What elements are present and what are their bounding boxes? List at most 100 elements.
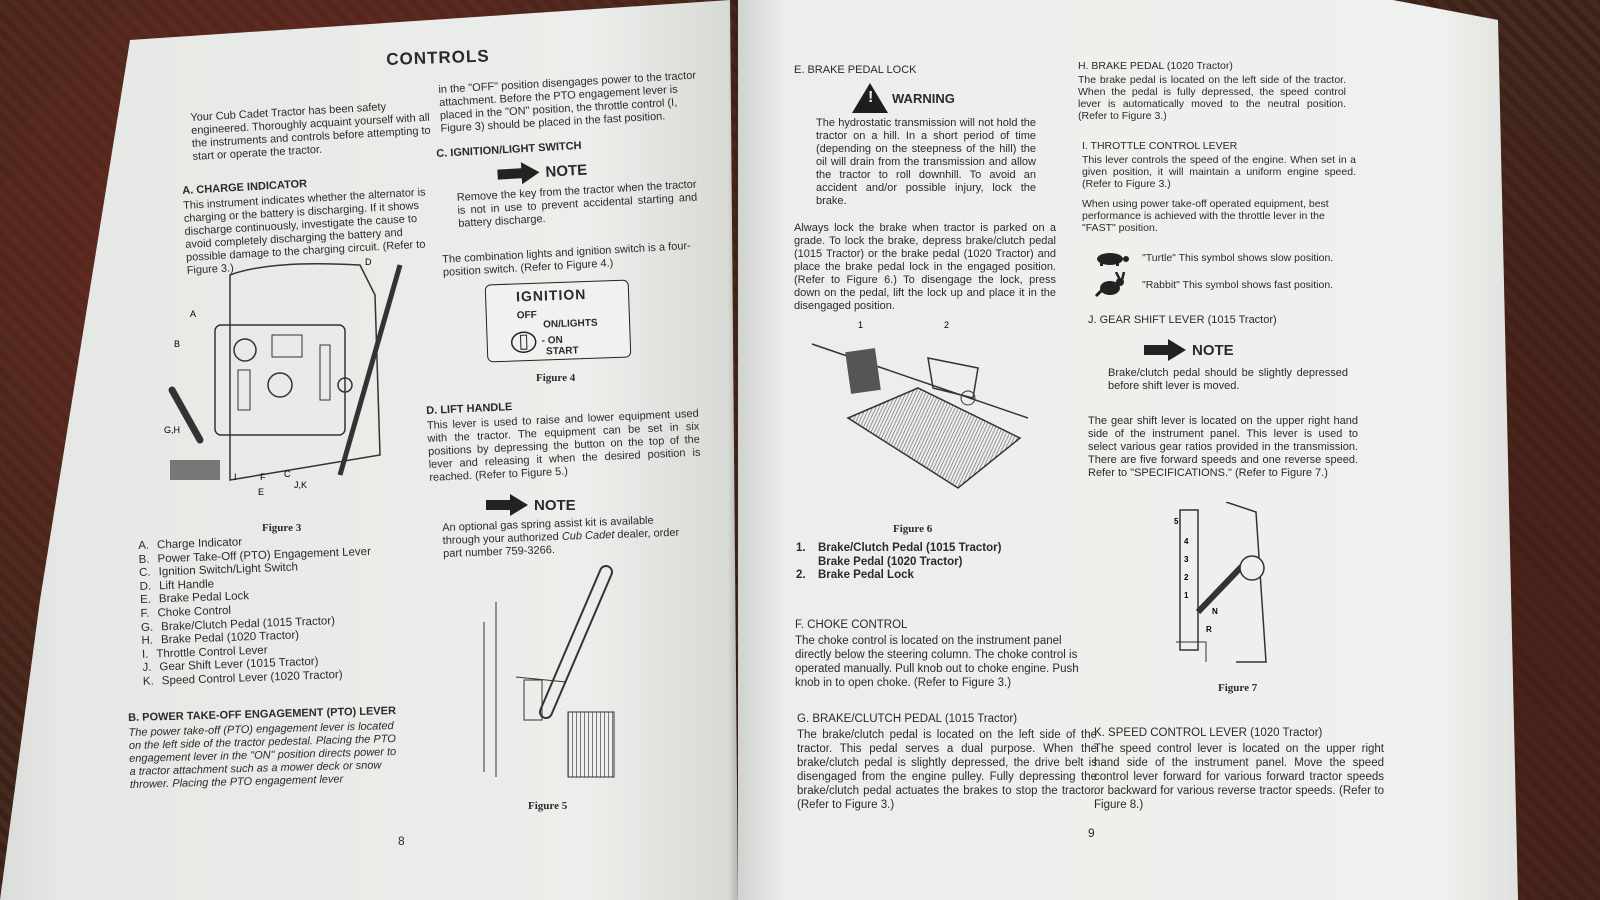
ignition-on-lights: ON/LIGHTS [542, 317, 598, 331]
section-b-text: The power take-off (PTO) engagement leve… [128, 720, 397, 791]
fig6-lock [927, 357, 979, 399]
fig3-lever-slot [319, 344, 331, 401]
section-i-text-2: When using power take-off operated equip… [1082, 198, 1329, 234]
fig7-gear-1: 1 [1184, 591, 1189, 600]
section-k: K. SPEED CONTROL LEVER (1020 Tractor) Th… [1094, 726, 1384, 812]
turtle-icon [1097, 253, 1129, 266]
figure-3-caption: Figure 3 [262, 522, 302, 534]
fig7-lever [1195, 559, 1249, 615]
fig7-knob [1239, 555, 1265, 581]
fig7-housing [1225, 502, 1267, 663]
section-j-heading: J. GEAR SHIFT LEVER (1015 Tractor) [1088, 314, 1277, 326]
fig6-footboard [846, 387, 1022, 489]
fig3-pedal [170, 460, 220, 480]
turtle-row: "Turtle" This symbol shows slow position… [1090, 250, 1333, 266]
warning-icon: ! [852, 83, 888, 113]
note-label: NOTE [545, 161, 588, 181]
fig3-callout-a: A [190, 309, 196, 319]
ignition-start: START [545, 345, 579, 358]
note-arrow-icon [497, 161, 540, 185]
page-number-left: 8 [398, 834, 405, 848]
section-d-note-text: An optional gas spring assist kit is ava… [442, 514, 680, 560]
fig3-pto-lever [168, 386, 204, 444]
section-k-text: The speed control lever is located on th… [1094, 743, 1384, 811]
fig7-gear-2: 2 [1184, 573, 1189, 582]
section-h: H. BRAKE PEDAL (1020 Tractor) The brake … [1078, 60, 1346, 122]
rabbit-icon [1094, 272, 1126, 298]
ignition-on: - ON [541, 334, 563, 347]
fig3-choke [237, 369, 251, 411]
page-number-right: 9 [1088, 826, 1095, 840]
section-g: G. BRAKE/CLUTCH PEDAL (1015 Tractor) The… [797, 712, 1097, 812]
fig3-callout-d: D [365, 257, 372, 267]
intro-text: Your Cub Cadet Tractor has been safety e… [190, 97, 433, 164]
section-h-heading: H. BRAKE PEDAL (1020 Tractor) [1078, 60, 1233, 72]
section-g-text: The brake/clutch pedal is located on the… [797, 729, 1097, 811]
ignition-key-icon [510, 331, 537, 353]
section-e-warning: The hydrostatic transmission will not ho… [816, 117, 1036, 207]
fig3-callout-c: C [284, 469, 291, 479]
intro-paragraph: Your Cub Cadet Tractor has been safety e… [190, 101, 431, 163]
fig6-legend-item: 1.Brake/Clutch Pedal (1015 Tractor) [796, 542, 1002, 554]
fig3-callout-jk: J,K [294, 480, 307, 490]
fig7-gear-n: N [1212, 607, 1218, 616]
figure-6-caption: Figure 6 [893, 523, 933, 535]
section-d: D. LIFT HANDLE This lever is used to rai… [426, 393, 701, 485]
left-page: CONTROLS Your Cub Cadet Tractor has been… [0, 0, 738, 900]
section-e-heading: E. BRAKE PEDAL LOCK [794, 64, 917, 76]
section-f: F. CHOKE CONTROL The choke control is lo… [795, 618, 1085, 690]
note-arrow-icon [1144, 339, 1186, 361]
fig5-handle-inner [541, 567, 611, 717]
fig3-pedestal [229, 263, 381, 481]
fig6-pedal [845, 348, 881, 394]
figure-6-brake-pedal: 1 2 [811, 320, 1028, 489]
ignition-off: OFF [516, 309, 537, 322]
section-j-note-header: NOTE [1144, 339, 1358, 361]
section-e-text: Always lock the brake when tractor is pa… [794, 222, 1056, 312]
figure-7-gear-shift: 5 4 3 2 1 N R [1174, 502, 1267, 663]
fig7-gate [1179, 509, 1199, 651]
fig3-charge-gauge [233, 338, 257, 362]
section-b: B. POWER TAKE-OFF ENGAGEMENT (PTO) LEVER… [128, 705, 402, 792]
section-d-text: This lever is used to raise and lower eq… [426, 407, 701, 484]
fig3-ignition [267, 372, 293, 398]
fig3-callout-i: I [234, 472, 237, 482]
fig6-callout-1: 1 [858, 320, 863, 330]
warning-header: ! WARNING [852, 83, 1056, 113]
section-j-text: The gear shift lever is located on the u… [1088, 415, 1358, 479]
section-d-note: NOTE An optional gas spring assist kit i… [442, 494, 682, 561]
figure-4-caption: Figure 4 [536, 372, 576, 384]
right-page: E. BRAKE PEDAL LOCK ! WARNING The hydros… [738, 0, 1518, 900]
figure-5-lift-handle [483, 565, 615, 778]
fig3-display [271, 334, 303, 358]
section-c: C. IGNITION/LIGHT SWITCH NOTE Remove the… [436, 134, 701, 280]
fig7-gear-3: 3 [1184, 555, 1189, 564]
fig5-footplate [567, 711, 615, 778]
fig6-legend-item: Brake Pedal (1020 Tractor) [818, 555, 963, 568]
section-c-text: The combination lights and ignition swit… [441, 239, 692, 279]
section-f-text: The choke control is located on the inst… [795, 635, 1079, 689]
section-g-heading: G. BRAKE/CLUTCH PEDAL (1015 Tractor) [797, 713, 1018, 725]
fig3-callout-e: E [258, 487, 264, 497]
section-i-text: This lever controls the speed of the eng… [1082, 154, 1356, 190]
note-label: NOTE [1192, 341, 1234, 359]
fig3-callout-gh: G,H [164, 425, 180, 435]
fig7-slot [1176, 641, 1207, 662]
rabbit-label: "Rabbit" This symbol shows fast position… [1142, 279, 1334, 291]
fig3-lift-handle [337, 264, 403, 476]
control-legend: A.Charge Indicator B.Power Take-Off (PTO… [138, 530, 423, 689]
section-i-heading: I. THROTTLE CONTROL LEVER [1082, 140, 1238, 152]
fig3-panel [214, 324, 346, 436]
section-d-note-header: NOTE [486, 494, 682, 516]
fig7-gear-4: 4 [1184, 537, 1189, 546]
fig6-pivot [960, 390, 976, 406]
figure-7-caption: Figure 7 [1218, 682, 1258, 694]
ignition-title: IGNITION [515, 286, 587, 305]
section-e: E. BRAKE PEDAL LOCK ! WARNING The hydros… [794, 64, 1056, 313]
figure-3-instrument-panel: A B D G,H I F E C J,K [164, 257, 403, 497]
fig3-callout-f: F [260, 472, 266, 482]
fig3-callout-b: B [174, 339, 180, 349]
fig5-bracket [523, 679, 543, 721]
fig6-callout-2: 2 [944, 320, 949, 330]
section-f-heading: F. CHOKE CONTROL [795, 619, 908, 631]
